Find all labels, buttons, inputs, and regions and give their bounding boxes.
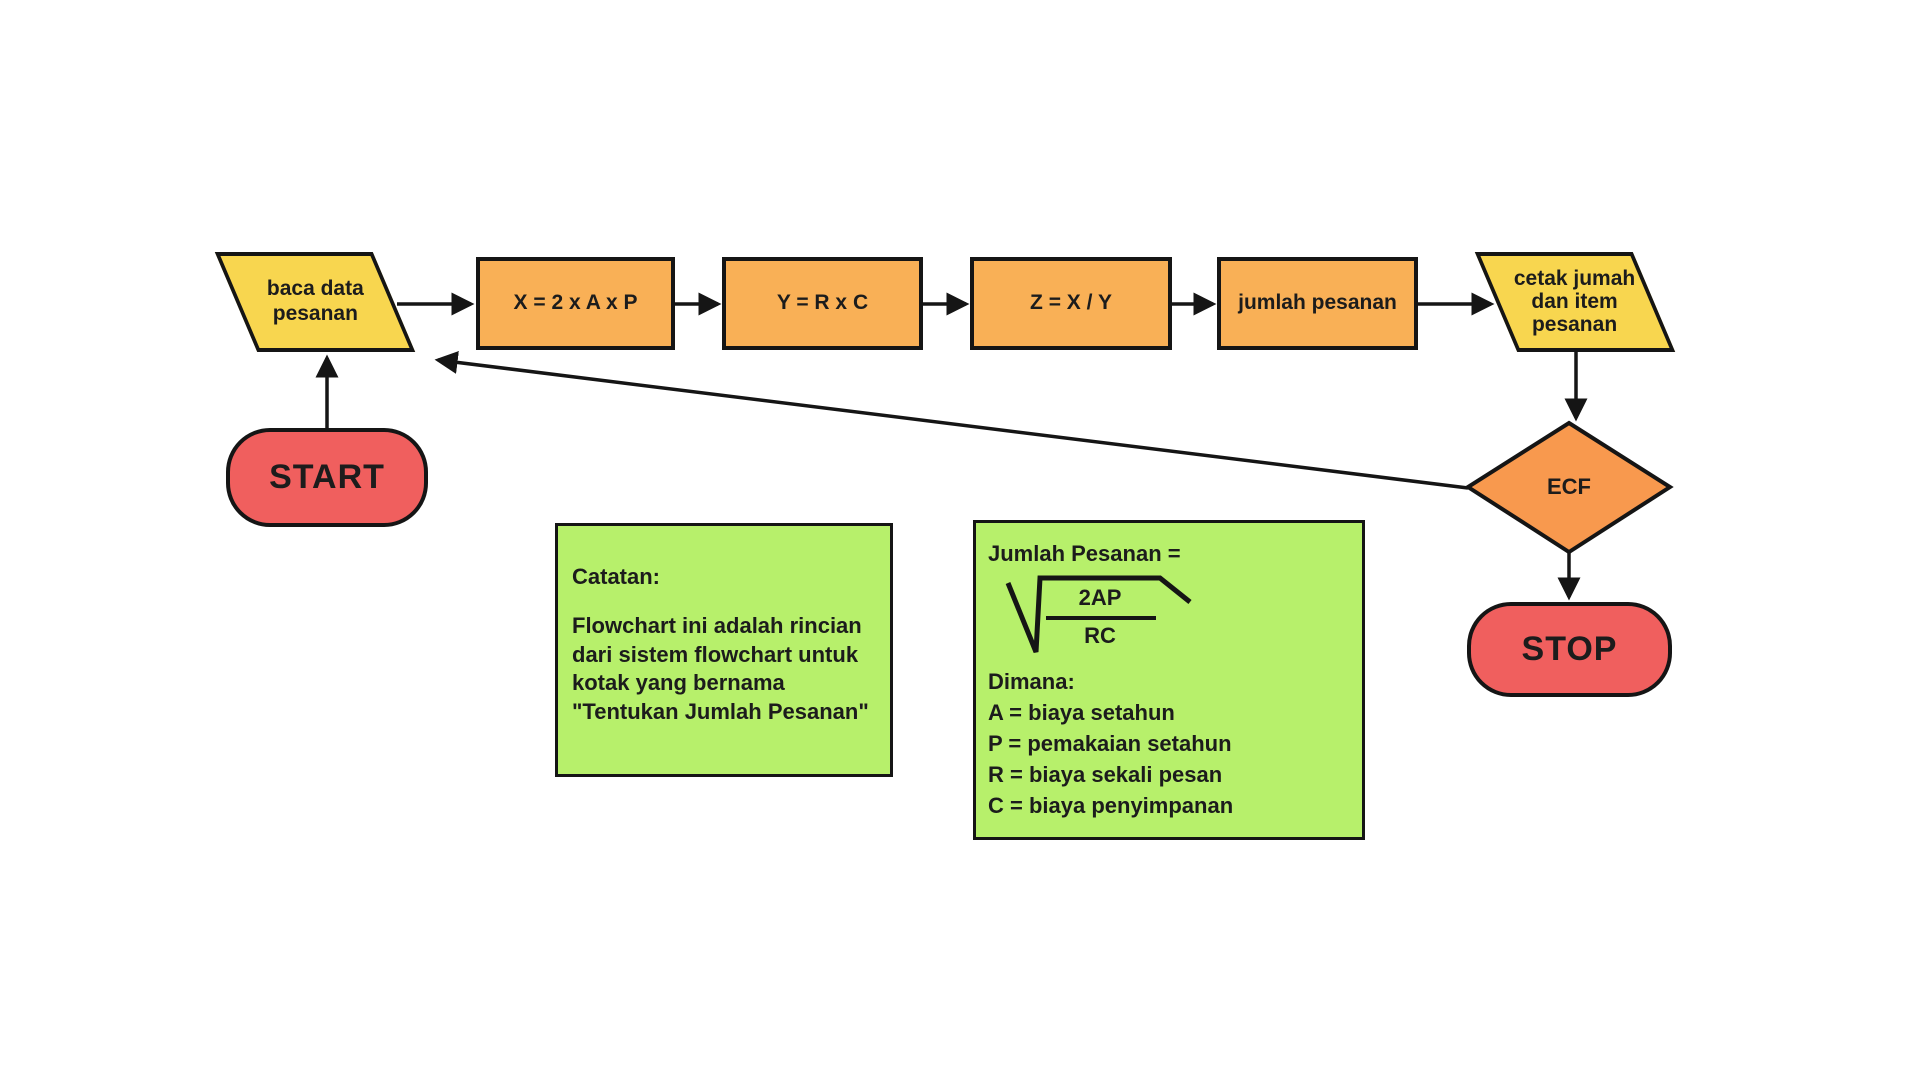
process-calc-y: Y = R x C xyxy=(722,257,923,350)
formula-where-label: Dimana: xyxy=(988,669,1075,694)
decision-ecf-label: ECF xyxy=(1547,474,1591,500)
decision-diamond-shape xyxy=(1464,420,1674,555)
process-calc-x-label: X = 2 x A x P xyxy=(513,291,638,315)
note-catatan-body: Flowchart ini adalah rincian dari sistem… xyxy=(572,613,869,724)
formula-numerator: 2AP xyxy=(1078,585,1122,610)
sqrt-radical-icon xyxy=(1005,575,1192,653)
process-calc-x: X = 2 x A x P xyxy=(476,257,675,350)
formula-def-p: P = pemakaian setahun xyxy=(988,731,1232,756)
arrow-decision-loop-to-read xyxy=(434,350,1469,490)
formula-title: Jumlah Pesanan = xyxy=(988,541,1181,566)
terminator-start: START xyxy=(226,428,428,527)
formula-def-c: C = biaya penyimpanan xyxy=(988,793,1234,818)
formula-def-a: A = biaya setahun xyxy=(988,700,1175,725)
note-catatan: Catatan: Flowchart ini adalah rincian da… xyxy=(555,523,893,777)
note-formula: Jumlah Pesanan = 2AP RC Dimana: A = biay… xyxy=(973,520,1365,840)
formula-denominator: RC xyxy=(1084,623,1116,648)
io-print-result-label: cetak jumah dan item pesanan xyxy=(1514,267,1636,337)
formula-def-r: R = biaya sekali pesan xyxy=(988,762,1223,787)
terminator-start-label: START xyxy=(269,458,385,497)
note-catatan-title: Catatan: xyxy=(572,564,661,589)
process-calc-z-label: Z = X / Y xyxy=(1030,291,1112,315)
process-calc-y-label: Y = R x C xyxy=(776,291,869,315)
process-order-qty: jumlah pesanan xyxy=(1217,257,1418,350)
terminator-stop-label: STOP xyxy=(1521,630,1618,669)
decision-ecf: ECF xyxy=(1469,437,1669,537)
terminator-stop: STOP xyxy=(1467,602,1672,697)
process-order-qty-label: jumlah pesanan xyxy=(1238,291,1397,315)
fraction-bar xyxy=(1046,616,1156,620)
process-calc-z: Z = X / Y xyxy=(970,257,1172,350)
io-read-data-label: baca data pesanan xyxy=(266,277,364,325)
